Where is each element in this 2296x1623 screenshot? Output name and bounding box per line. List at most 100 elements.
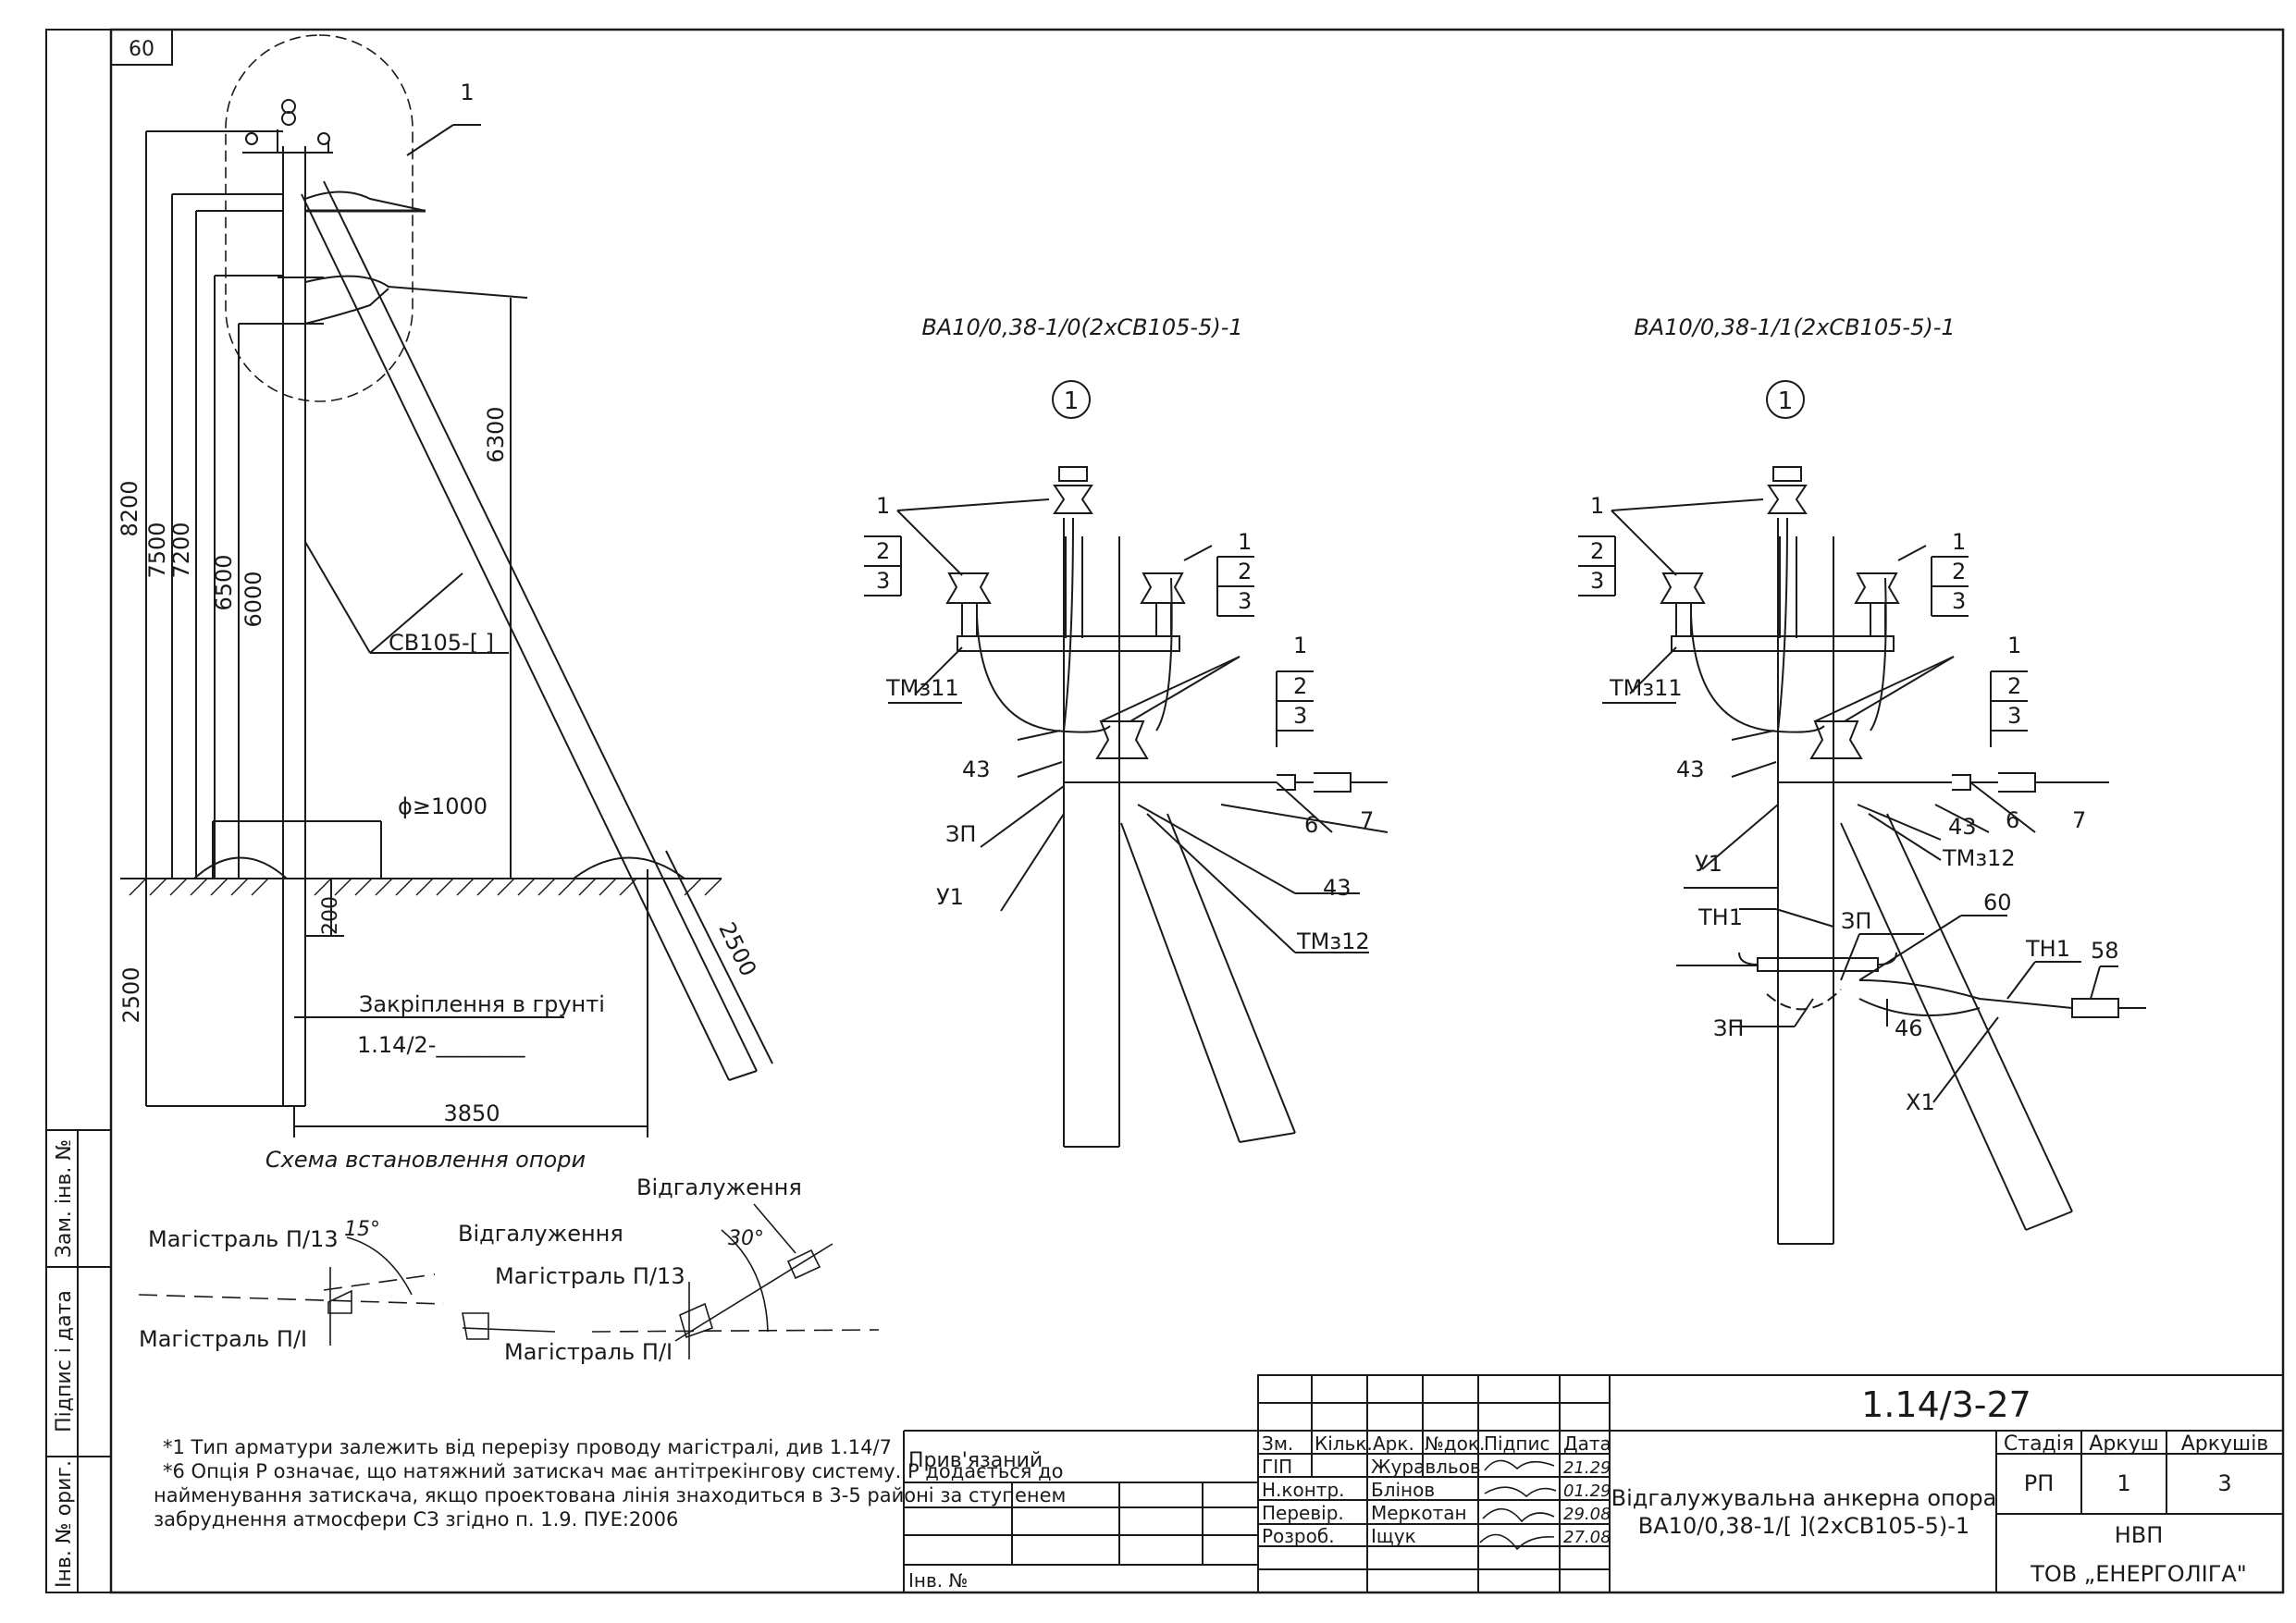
angle-right-30: 30° [728, 1227, 764, 1250]
role-3-name: Іщук [1371, 1525, 1416, 1547]
angle-right-main-pl3: Магістраль П/13 [495, 1263, 685, 1289]
d2-label-1c: 1 [2007, 633, 2021, 658]
d2-label-1a: 1 [1590, 493, 1604, 519]
d2-6: 6 [2006, 807, 2019, 833]
d1-u1: У1 [936, 884, 964, 910]
d1-label-1b: 1 [1238, 529, 1252, 555]
d1-6: 6 [1304, 812, 1318, 838]
drawing-frame [45, 28, 2285, 1594]
description-1: Відгалужувальна анкерна опора [1611, 1485, 1997, 1511]
d1-43a: 43 [962, 756, 991, 782]
title-block: 1.14/3-27 Прив'язаний Інв. № Зм. Кільк. … [903, 1374, 2284, 1593]
role-2-date: 29.08 [1563, 1505, 1611, 1524]
d2-label-3c: 3 [2007, 703, 2021, 729]
note-1: *1 Тип арматури залежить від перерізу пр… [163, 1436, 892, 1458]
d2-60: 60 [1983, 890, 2012, 916]
sheet-number: 60 [129, 38, 154, 61]
drawing-notes: *1 Тип арматури залежить від перерізу пр… [154, 1436, 1066, 1531]
org-line-2: ТОВ „ЕНЕРГОЛІГА" [2030, 1561, 2247, 1587]
d2-label-1b: 1 [1952, 529, 1966, 555]
hdr-ndok: №док. [1425, 1432, 1485, 1455]
d2-label-3b: 3 [1952, 588, 1966, 614]
role-1-name: Блінов [1371, 1479, 1435, 1501]
schema-caption: Схема встановлення опори [265, 1147, 586, 1173]
sheet-value: 1 [2117, 1470, 2130, 1496]
side-stamp-inv: Інв. № ориг. [53, 1460, 76, 1588]
d2-label-2b: 2 [1952, 559, 1966, 584]
role-1-date: 01.29 [1563, 1482, 1611, 1501]
detail-2-circle: 1 [1778, 387, 1794, 415]
d1-tmz12: ТМз12 [1296, 928, 1370, 954]
dim-200: 200 [319, 896, 342, 935]
stage-header: Стадія [2004, 1432, 2074, 1456]
angle-left-main-pl3: Магістраль П/13 [148, 1226, 339, 1252]
d1-label-1a: 1 [876, 493, 890, 519]
inv-no-label: Інв. № [908, 1569, 968, 1592]
sheet-number-box: 60 [110, 29, 173, 66]
role-2-name: Меркотан [1371, 1502, 1467, 1524]
d2-58: 58 [2091, 938, 2119, 964]
note-2c: забруднення атмосфери СЗ згідно п. 1.9. … [154, 1508, 678, 1531]
detail-1-title: ВА10/0,38-1/0(2хСВ105-5)-1 [921, 314, 1242, 340]
d2-label-3a: 3 [1590, 568, 1604, 594]
role-0-name: Журавльов [1371, 1456, 1481, 1478]
role-3-date: 27.08 [1563, 1528, 1611, 1547]
role-0: ГІП [1262, 1456, 1292, 1478]
d2-x1: Х1 [1906, 1089, 1935, 1115]
sheet-header: Аркуш [2089, 1432, 2158, 1456]
sheets-value: 3 [2217, 1470, 2231, 1496]
stage-value: РП [2024, 1470, 2055, 1496]
hdr-data: Дата [1563, 1432, 1611, 1455]
roles-table: ГІП Журавльов 21.29 Н.контр. Блінов 01.2… [1262, 1456, 1611, 1547]
dim-3850: 3850 [443, 1100, 500, 1126]
sheets-header: Аркушів [2181, 1432, 2269, 1456]
callout-1: 1 [460, 80, 474, 105]
d2-7: 7 [2072, 807, 2086, 833]
signatures [1479, 1459, 1557, 1551]
hdr-pidpys: Підпис [1484, 1432, 1550, 1455]
d2-label-2c: 2 [2007, 673, 2021, 699]
note-2b: найменування затискача, якщо проектована… [154, 1484, 1066, 1506]
d1-label-2a: 2 [876, 538, 890, 564]
detail-2: ВА10/0,38-1/1(2хСВ105-5)-1 1 [1578, 314, 2146, 1245]
org-line-1: НВП [2115, 1522, 2164, 1548]
d2-tmz12: ТМз12 [1942, 845, 2016, 871]
detail-2-title: ВА10/0,38-1/1(2хСВ105-5)-1 [1634, 314, 1955, 340]
dim-6300: 6300 [483, 406, 509, 462]
d2-u1: У1 [1695, 851, 1722, 877]
d2-tmz11: ТМз11 [1609, 675, 1683, 701]
d2-tn1b: ТН1 [2025, 936, 2070, 962]
angle-right-branch: Відгалуження [636, 1174, 802, 1200]
role-1: Н.контр. [1262, 1479, 1345, 1501]
d1-7: 7 [1360, 807, 1374, 833]
d2-zp2: ЗП [1713, 1015, 1744, 1041]
d1-label-2b: 2 [1238, 559, 1252, 584]
detail-1: ВА10/0,38-1/0(2хСВ105-5)-1 1 [864, 314, 1389, 1148]
angle-left-main-pl: Магістраль П/І [139, 1326, 307, 1352]
detail-1-circle: 1 [1064, 387, 1080, 415]
angle-left-15: 15° [344, 1218, 380, 1241]
d2-label-2a: 2 [1590, 538, 1604, 564]
hdr-zm: Зм. [1262, 1432, 1293, 1455]
d1-label-3b: 3 [1238, 588, 1252, 614]
fixing-value: 1.14/2-________ [357, 1032, 525, 1058]
side-stamp-zam: Зам. інв. № [53, 1139, 76, 1259]
wire-label: СВ105-[ ] [389, 630, 494, 656]
role-0-date: 21.29 [1563, 1458, 1611, 1478]
hdr-kilk: Кільк. [1315, 1432, 1373, 1455]
d2-43b: 43 [1948, 814, 1977, 840]
dim-8200: 8200 [117, 480, 142, 536]
role-3: Розроб. [1262, 1525, 1335, 1547]
title-code: 1.14/3-27 [1861, 1384, 2031, 1425]
dim-7200: 7200 [168, 522, 194, 578]
dim-diameter: ϕ≥1000 [398, 793, 488, 819]
d1-label-2c: 2 [1293, 673, 1307, 699]
side-stamp-pidpys: Підпис і дата [53, 1290, 76, 1432]
side-stamp: Зам. інв. № Підпис і дата Інв. № ориг. [45, 1129, 112, 1593]
dim-2500-left: 2500 [118, 966, 144, 1023]
d1-label-3c: 3 [1293, 703, 1307, 729]
dim-6000: 6000 [241, 571, 266, 627]
d2-zp1: ЗП [1841, 908, 1871, 934]
